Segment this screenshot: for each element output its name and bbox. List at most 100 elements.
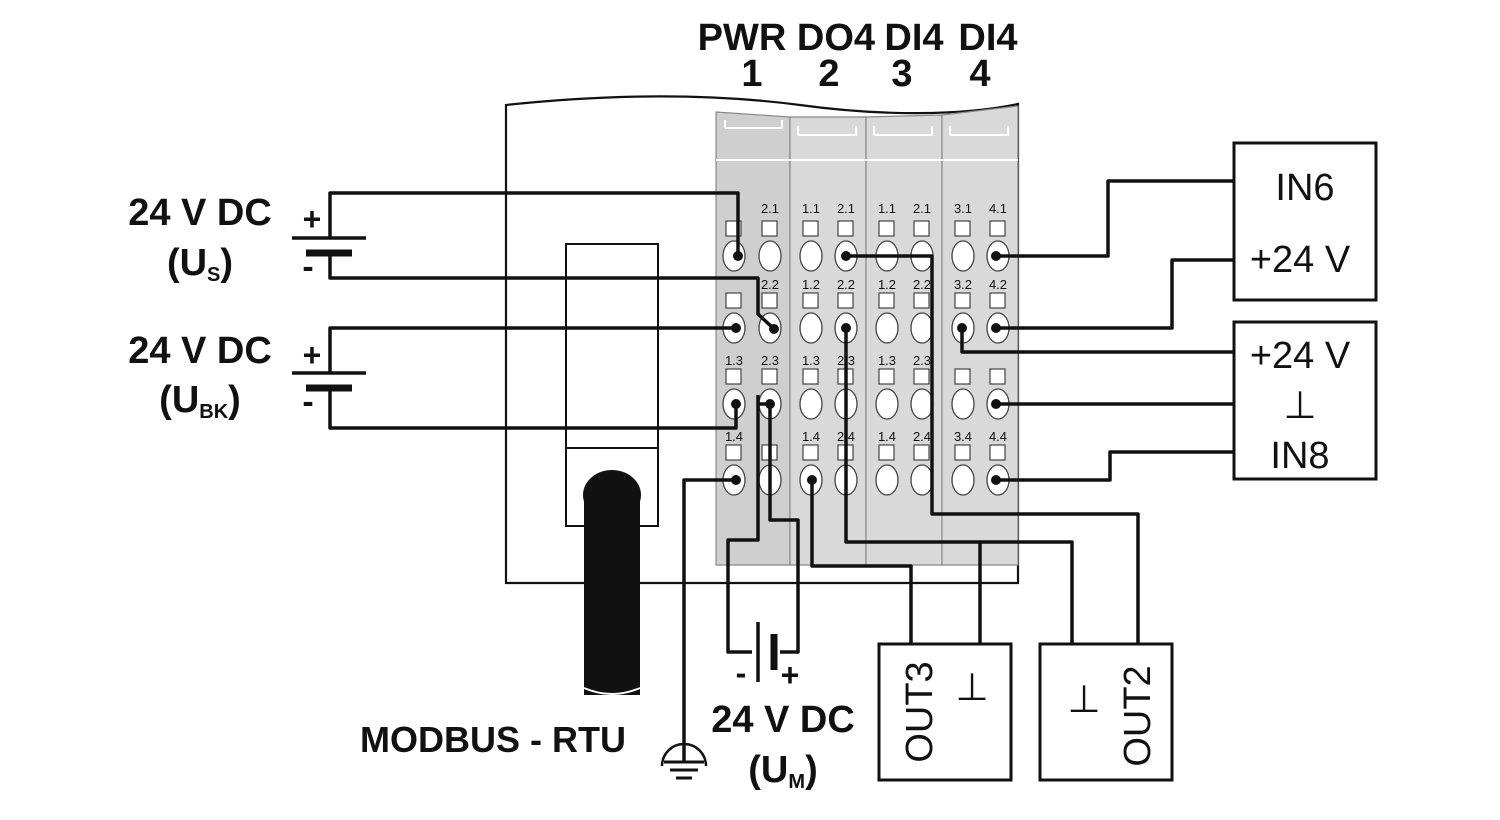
supply-us-label: (US) xyxy=(167,242,233,286)
supply-ubk-minus: - xyxy=(302,383,313,421)
di4a-label-1-2: 1.2 xyxy=(878,277,896,292)
pwr-label-2-2: 2.2 xyxy=(761,277,779,292)
terminal-release-square xyxy=(802,220,819,237)
terminal-slot xyxy=(799,388,823,420)
module-headers: PWR 1 DO4 2 DI4 3 DI4 4 xyxy=(698,17,1018,95)
do4-label-1-3: 1.3 xyxy=(802,353,820,368)
modbus-cable xyxy=(584,495,640,695)
do4-label-1-4: 1.4 xyxy=(802,429,820,444)
out3-label: OUT3 xyxy=(899,661,941,762)
terminal-slot xyxy=(910,388,934,420)
terminal-release-square xyxy=(802,444,819,461)
di4a-label-1-1: 1.1 xyxy=(878,201,896,216)
terminal-release-square xyxy=(837,220,854,237)
terminal-release-square xyxy=(878,368,895,385)
supply-us-plus: + xyxy=(303,201,322,237)
in8-label: IN8 xyxy=(1270,435,1329,477)
supply-ubk: 24 V DC (UBK) + - xyxy=(128,326,738,430)
header-do4-name: DO4 xyxy=(797,17,875,59)
terminal-slot xyxy=(951,464,975,496)
in8-ground-label: ⊥ xyxy=(1283,385,1316,427)
pwr-label-2-3: 2.3 xyxy=(761,353,779,368)
di4a-label-1-3: 1.3 xyxy=(878,353,896,368)
supply-ubk-voltage: 24 V DC xyxy=(128,330,272,372)
terminal-release-square xyxy=(954,292,971,309)
terminal-slot xyxy=(875,388,899,420)
earth-ground xyxy=(660,478,736,780)
terminal-release-square xyxy=(802,292,819,309)
module-do4 xyxy=(789,116,867,566)
terminal-release-square xyxy=(954,368,971,385)
di4a-label-2-3: 2.3 xyxy=(913,353,931,368)
terminal-release-square xyxy=(761,220,778,237)
header-di4-3-number: 3 xyxy=(891,53,912,95)
in6-supply-label: +24 V xyxy=(1250,239,1351,281)
do4-label-1-2: 1.2 xyxy=(802,277,820,292)
terminal-release-square xyxy=(878,444,895,461)
di4a-label-2-4: 2.4 xyxy=(913,429,931,444)
device-out3: OUT3 ⊥ xyxy=(810,328,1013,782)
device-in8: +24 V ⊥ IN8 xyxy=(960,320,1378,482)
terminal-slot xyxy=(799,312,823,344)
terminal-slot xyxy=(951,388,975,420)
di4b-label-3-4: 3.4 xyxy=(954,429,972,444)
terminal-release-square xyxy=(761,292,778,309)
supply-ubk-plus: + xyxy=(303,337,322,373)
terminal-slot xyxy=(951,240,975,272)
terminal-release-square xyxy=(954,220,971,237)
do4-label-1-1: 1.1 xyxy=(802,201,820,216)
terminal-slots xyxy=(722,220,1010,496)
supply-um: - + 24 V DC (UM) xyxy=(711,395,855,793)
di4a-label-1-4: 1.4 xyxy=(878,429,896,444)
terminal-release-square xyxy=(913,444,930,461)
terminal-release-square xyxy=(989,444,1006,461)
terminal-slot xyxy=(875,464,899,496)
device-in6: IN6 +24 V xyxy=(996,141,1378,330)
terminal-slot xyxy=(799,240,823,272)
di4a-label-2-2: 2.2 xyxy=(913,277,931,292)
terminal-release-square xyxy=(837,292,854,309)
di4a-label-2-1: 2.1 xyxy=(913,201,931,216)
out2-label: OUT2 xyxy=(1117,665,1159,766)
di4b-label-3-1: 3.1 xyxy=(954,201,972,216)
supply-us-minus: - xyxy=(302,248,313,286)
device-out2: OUT2 ⊥ xyxy=(846,254,1174,782)
supply-um-voltage: 24 V DC xyxy=(711,699,855,741)
supply-um-label: (UM) xyxy=(748,749,817,793)
header-di4-4-number: 4 xyxy=(969,53,990,95)
terminal-slot xyxy=(910,312,934,344)
terminal-release-square xyxy=(913,368,930,385)
in6-label: IN6 xyxy=(1275,167,1334,209)
terminal-release-square xyxy=(878,292,895,309)
terminal-release-square xyxy=(913,292,930,309)
terminal-labels: 2.1 2.2 1.3 2.3 1.4 1.1 2.1 1.2 2.2 1.3 … xyxy=(725,201,1007,444)
header-di4-4-name: DI4 xyxy=(958,17,1017,59)
out2-ground-label: ⊥ xyxy=(1067,679,1100,721)
pwr-label-1-4: 1.4 xyxy=(725,429,743,444)
terminal-release-square xyxy=(802,368,819,385)
supply-um-minus: - xyxy=(736,655,747,691)
terminal-release-square xyxy=(989,220,1006,237)
di4b-label-3-2: 3.2 xyxy=(954,277,972,292)
terminal-slot xyxy=(875,312,899,344)
supply-us: 24 V DC (US) + - xyxy=(128,191,776,331)
di4b-label-4-4: 4.4 xyxy=(989,429,1007,444)
terminal-release-square xyxy=(989,292,1006,309)
modbus-rtu-label: MODBUS - RTU xyxy=(360,719,626,760)
terminal-release-square xyxy=(761,368,778,385)
in8-supply-label: +24 V xyxy=(1250,335,1351,377)
pwr-label-1-3: 1.3 xyxy=(725,353,743,368)
terminal-slot xyxy=(910,464,934,496)
supply-um-plus: + xyxy=(781,657,800,693)
terminal-release-square xyxy=(725,292,742,309)
out3-ground-label: ⊥ xyxy=(955,667,988,709)
header-pwr-number: 1 xyxy=(741,53,762,95)
terminal-release-square xyxy=(878,220,895,237)
terminal-release-square xyxy=(954,444,971,461)
ground-icon xyxy=(660,742,708,767)
terminal-slot xyxy=(758,240,782,272)
connection-dots xyxy=(731,251,1001,485)
do4-label-2-2: 2.2 xyxy=(837,277,855,292)
pwr-label-2-1: 2.1 xyxy=(761,201,779,216)
terminal-release-square xyxy=(725,368,742,385)
